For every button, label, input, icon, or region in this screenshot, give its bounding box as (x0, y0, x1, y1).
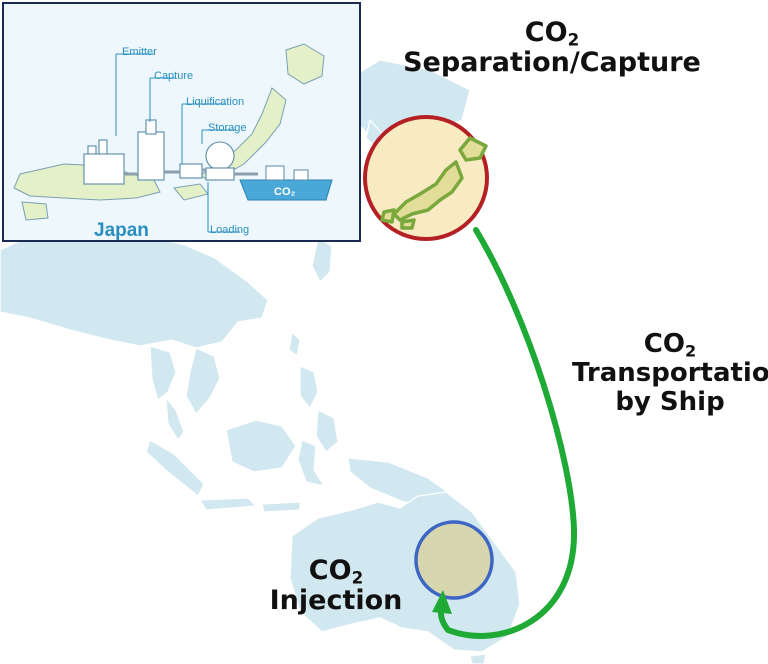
inset-process-diagram (13, 43, 333, 233)
australia-injection-circle (414, 520, 494, 600)
inset-label-capture: Capture (154, 70, 194, 82)
japan-capture-circle (363, 115, 489, 241)
capture-label: CO2 Separation/Capture (392, 17, 712, 79)
capture-co-text: CO (524, 17, 568, 48)
transport-line3: by Ship (615, 387, 725, 418)
ship-route-arrow (437, 227, 578, 639)
inset-label-liquification: Liquification (186, 96, 245, 108)
injection-label: CO2 Injection (262, 555, 410, 617)
injection-co-text: CO (308, 555, 352, 586)
ship-route-arrowhead (432, 590, 452, 614)
transport-subscript: 2 (684, 341, 697, 361)
japan-outline-icon (380, 136, 488, 230)
capture-line2: Separation/Capture (403, 47, 701, 79)
transport-co-text: CO (643, 329, 685, 359)
japan-process-inset: Emitter Capture Liquification Storage Lo… (2, 2, 361, 242)
capture-subscript: 2 (567, 29, 580, 50)
transport-label: CO2 Transportation by Ship (572, 329, 768, 418)
inset-country-label: Japan (94, 220, 149, 241)
transport-line2: Transportation (572, 358, 768, 389)
inset-ship-co2-label: CO₂ (274, 186, 296, 198)
inset-label-storage: Storage (208, 122, 247, 134)
inset-label-loading: Loading (210, 224, 250, 236)
injection-subscript: 2 (351, 567, 364, 588)
inset-label-emitter: Emitter (122, 46, 157, 58)
injection-line2: Injection (269, 585, 403, 617)
